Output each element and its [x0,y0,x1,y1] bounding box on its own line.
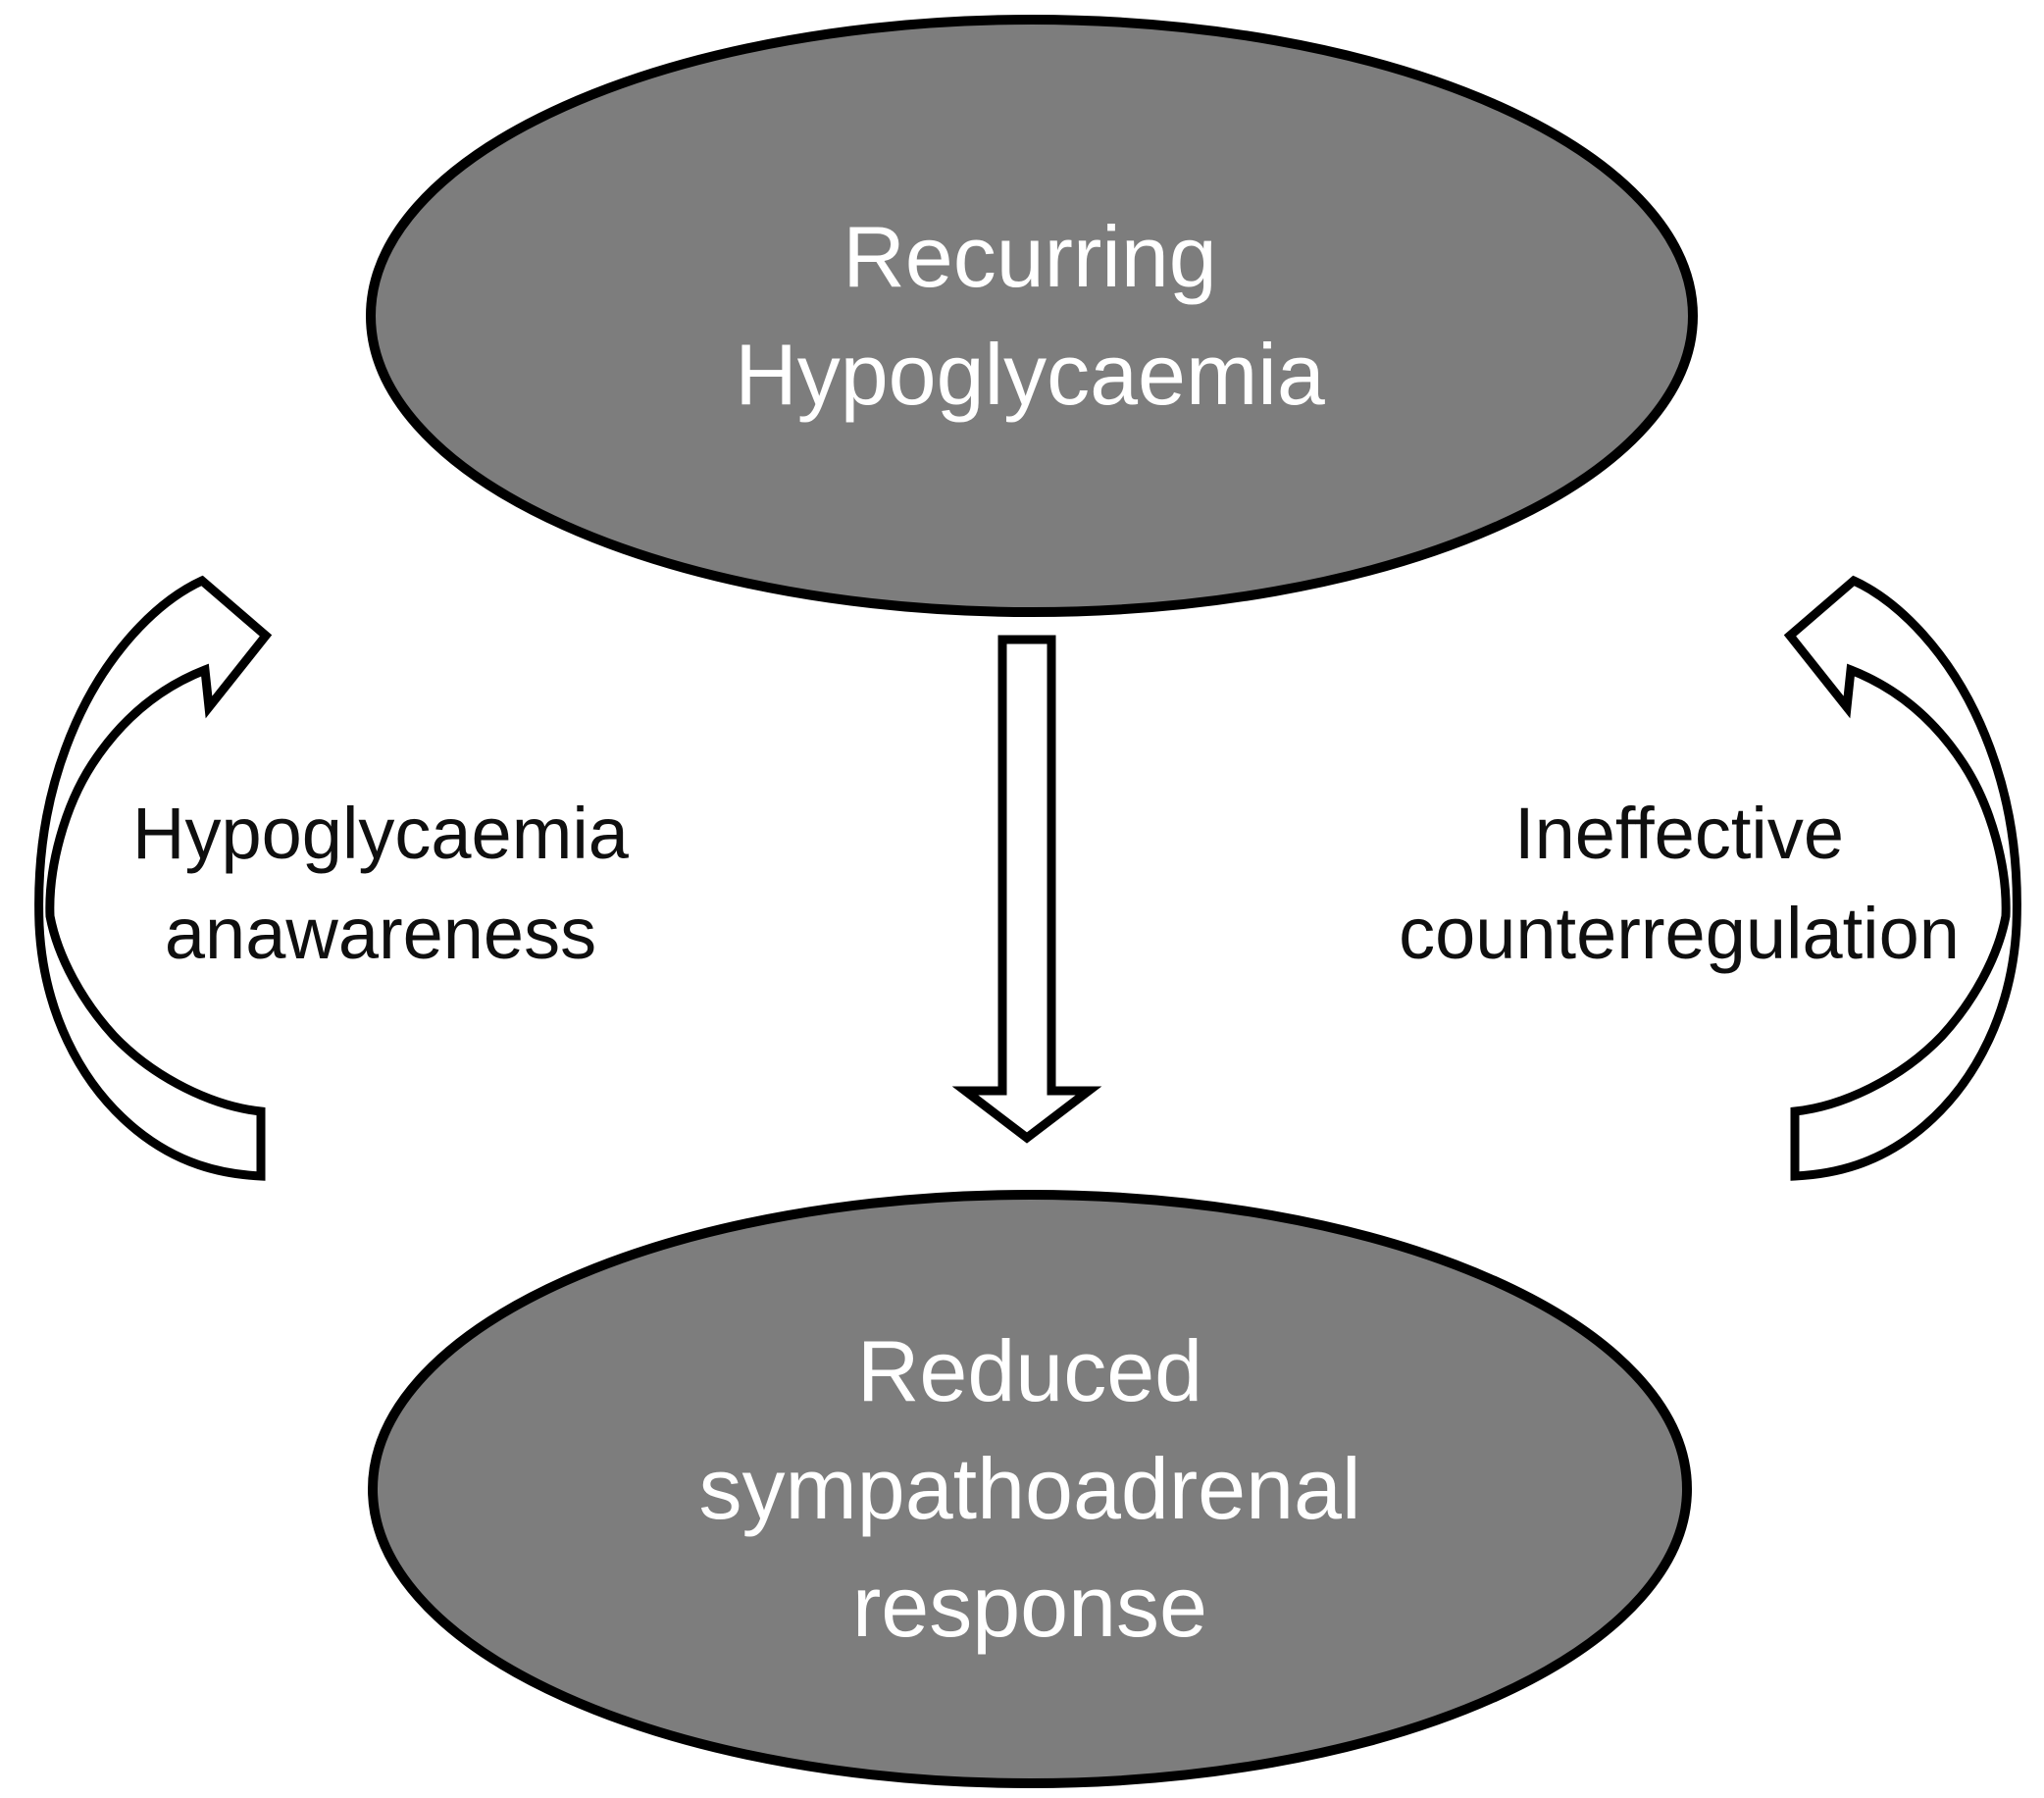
bottom-node-line-1: Reduced [857,1322,1202,1419]
bottom-node-line-3: response [852,1558,1207,1655]
left-label-line-1: Hypoglycaemia [132,793,630,874]
left-label-line-2: anawareness [165,893,596,974]
right-label-line-1: Ineffective [1514,793,1844,874]
right-cycle-arrow [1783,575,2021,1181]
right-label-line-2: counterregulation [1399,893,1960,974]
top-node-line-2: Hypoglycaemia [735,326,1325,423]
bottom-node-ellipse [368,1190,1692,1788]
left-cycle-arrow [34,575,273,1181]
top-node-ellipse [366,15,1698,617]
down-arrow [951,635,1102,1144]
top-node-line-1: Recurring [843,208,1216,305]
bottom-node-line-2: sympathoadrenal [698,1440,1360,1537]
